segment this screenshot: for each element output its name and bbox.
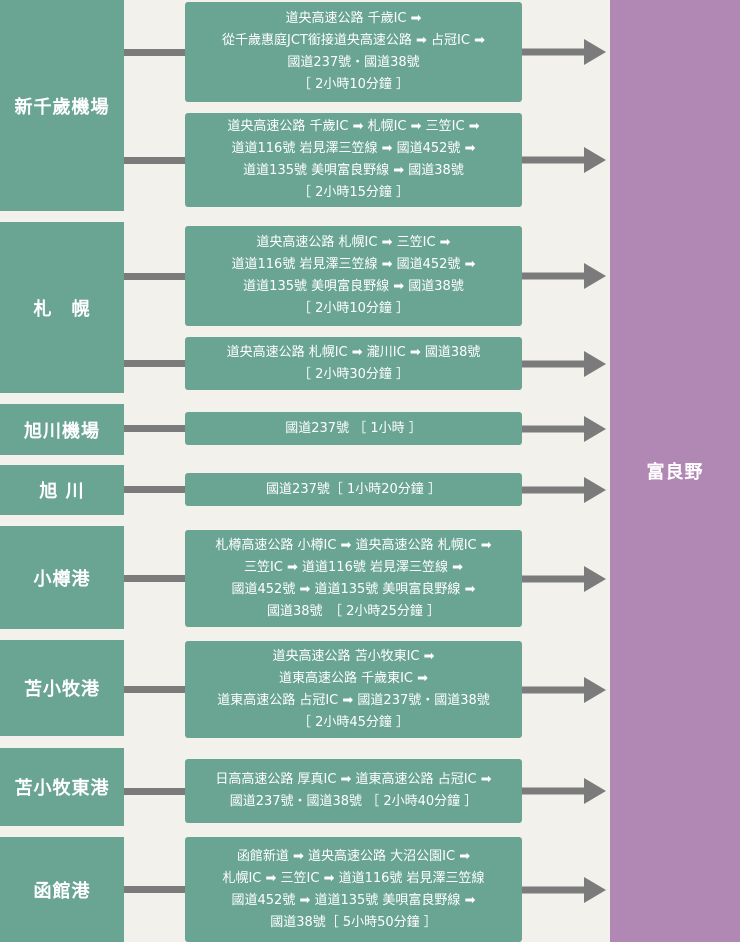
arrow-right-icon: [522, 476, 606, 503]
route-line: 道央高速公路 札幌IC ➡ 三笠IC ➡: [256, 235, 451, 250]
route-line: 從千歲惠庭JCT銜接道央高速公路 ➡ 占冠IC ➡: [222, 33, 485, 48]
route-line: 札幌IC ➡ 三笠IC ➡ 道道116號 岩見澤三笠線: [222, 870, 485, 886]
route-box: 道央高速公路 千歲IC ➡ 從千歲惠庭JCT銜接道央高速公路 ➡ 占冠IC ➡ 國道…: [185, 2, 522, 102]
origin-box: 新千歲機場: [0, 0, 124, 211]
origin-label: 苫小牧港: [24, 679, 100, 700]
origin-box: 旭川機場: [0, 404, 124, 455]
connector-bar: [124, 272, 185, 280]
connector-bar: [124, 486, 185, 493]
origin-label: 旭川機場: [24, 420, 100, 442]
route-line: 國道452號 ➡ 道道135號 美唄富良野線 ➡: [231, 892, 476, 908]
route-box: 道央高速公路 千歲IC ➡ 札幌IC ➡ 三笠IC ➡ 道道116號 岩見澤三笠線…: [185, 113, 522, 207]
destination-label: 富良野: [646, 462, 704, 483]
route-line: 道央高速公路 千歲IC ➡: [285, 11, 422, 26]
route-line: 道央高速公路 千歲IC ➡ 札幌IC ➡ 三笠IC ➡: [227, 119, 480, 134]
origin-label: 小樽港: [33, 568, 91, 590]
arrow-right-icon: [522, 147, 606, 173]
origin-label: 新千歲機場: [14, 96, 110, 118]
route-line: ［ 2小時45分鐘 ］: [297, 714, 410, 730]
route-line: 函館新道 ➡ 道央高速公路 大沼公園IC ➡: [236, 848, 471, 864]
destination-furano: 富良野: [610, 0, 740, 942]
arrow-right-icon: [522, 565, 606, 592]
route-line: 國道237號・國道38號 ［ 2小時40分鐘 ］: [229, 794, 478, 809]
arrow-right-icon: [522, 876, 606, 903]
route-box: 國道237號 ［ 1小時 ］: [185, 412, 522, 445]
arrow-right-icon: [522, 39, 606, 65]
route-box: 札樽高速公路 小樽IC ➡ 道央高速公路 札幌IC ➡ 三笠IC ➡ 道道116號…: [185, 530, 522, 627]
origin-label: 札 幌: [33, 298, 91, 320]
route-box: 道央高速公路 札幌IC ➡ 三笠IC ➡ 道道116號 岩見澤三笠線 ➡ 國道45…: [185, 226, 522, 326]
origin-label: 旭 川: [39, 481, 85, 502]
route-line: ［ 2小時30分鐘 ］: [297, 366, 410, 382]
connector-bar: [124, 886, 185, 893]
route-line: ［ 2小時15分鐘 ］: [297, 185, 410, 200]
route-line: 道央高速公路 苫小牧東IC ➡: [272, 648, 435, 664]
arrow-right-icon: [522, 676, 606, 703]
route-line: 道東高速公路 占冠IC ➡ 國道237號・國道38號: [217, 692, 490, 708]
route-line: 道道116號 岩見澤三笠線 ➡ 國道452號 ➡: [231, 257, 476, 272]
route-line: 道道135號 美唄富良野線 ➡ 國道38號: [243, 163, 464, 178]
route-line: 國道237號・國道38號: [287, 55, 420, 70]
route-line: 國道38號［ 5小時50分鐘 ］: [270, 914, 437, 930]
route-box: 日高高速公路 厚真IC ➡ 道東高速公路 占冠IC ➡ 國道237號・國道38號 …: [185, 759, 522, 823]
route-line: 道道116號 岩見澤三笠線 ➡ 國道452號 ➡: [231, 141, 476, 156]
route-line: 國道237號［ 1小時20分鐘 ］: [266, 481, 441, 497]
arrow-right-icon: [522, 263, 606, 289]
route-line: 道道135號 美唄富良野線 ➡ 國道38號: [243, 279, 464, 294]
route-line: 國道38號 ［ 2小時25分鐘 ］: [266, 603, 441, 619]
route-box: 國道237號［ 1小時20分鐘 ］: [185, 473, 522, 506]
origin-box: 小樽港: [0, 526, 124, 629]
connector-bar: [124, 48, 185, 56]
origin-label: 苫小牧東港: [14, 778, 110, 799]
route-line: 札樽高速公路 小樽IC ➡ 道央高速公路 札幌IC ➡: [215, 537, 492, 553]
route-line: ［ 2小時10分鐘 ］: [297, 77, 410, 92]
origin-box: 苫小牧東港: [0, 748, 124, 826]
route-box: 道央高速公路 札幌IC ➡ 瀧川IC ➡ 國道38號 ［ 2小時30分鐘 ］: [185, 337, 522, 390]
route-line: 三笠IC ➡ 道道116號 岩見澤三笠線 ➡: [243, 559, 464, 575]
connector-bar: [124, 686, 185, 693]
route-line: ［ 2小時10分鐘 ］: [297, 301, 410, 316]
origin-label: 函館港: [33, 880, 91, 902]
route-line: 日高高速公路 厚真IC ➡ 道東高速公路 占冠IC ➡: [215, 772, 492, 787]
route-line: 國道452號 ➡ 道道135號 美唄富良野線 ➡: [231, 581, 476, 597]
connector-bar: [124, 156, 185, 164]
arrow-right-icon: [522, 415, 606, 442]
connector-bar: [124, 575, 185, 582]
origin-box: 函館港: [0, 837, 124, 942]
origin-box: 札 幌: [0, 222, 124, 393]
origin-box: 苫小牧港: [0, 640, 124, 736]
route-line: 道央高速公路 札幌IC ➡ 瀧川IC ➡ 國道38號: [226, 344, 481, 360]
origin-box: 旭 川: [0, 465, 124, 515]
route-line: 道東高速公路 千歲東IC ➡: [278, 670, 429, 686]
connector-bar: [124, 360, 185, 367]
arrow-right-icon: [522, 778, 606, 804]
route-box: 道央高速公路 苫小牧東IC ➡ 道東高速公路 千歲東IC ➡ 道東高速公路 占冠IC…: [185, 641, 522, 738]
route-box: 函館新道 ➡ 道央高速公路 大沼公園IC ➡ 札幌IC ➡ 三笠IC ➡ 道道11…: [185, 837, 522, 942]
arrow-right-icon: [522, 350, 606, 377]
connector-bar: [124, 425, 185, 432]
connector-bar: [124, 787, 185, 795]
route-line: 國道237號 ［ 1小時 ］: [285, 420, 422, 436]
